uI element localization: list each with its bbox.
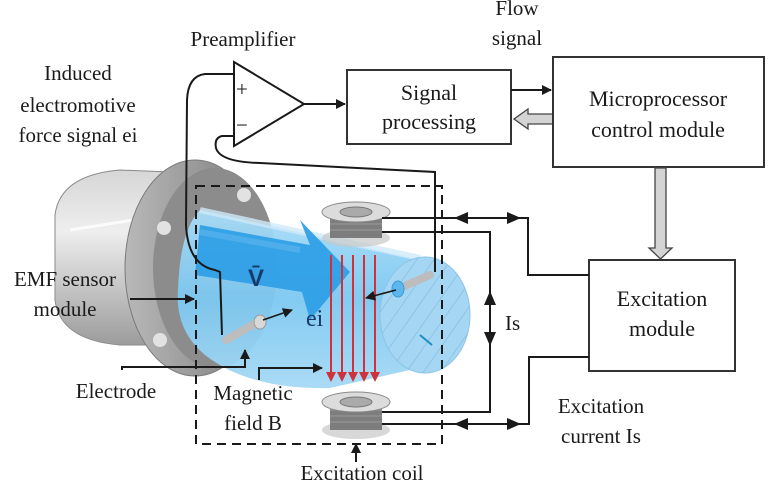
- microprocessor-label-2: control module: [591, 117, 725, 142]
- magnetic-field-label-1: Magnetic: [213, 381, 292, 405]
- magnetic-field-label-2: field B: [224, 411, 282, 435]
- wire-minus-input: [214, 135, 436, 272]
- control-to-excitation-arrow: [647, 167, 674, 260]
- induced-emf-label-3: force signal ei: [19, 123, 138, 147]
- signal-processing-label-2: processing: [382, 109, 476, 134]
- control-feedback-arrow: [512, 107, 554, 131]
- bolt-hole: [237, 188, 251, 202]
- excitation-current-label-2: current Is: [561, 424, 641, 448]
- excitation-module-label-2: module: [629, 316, 695, 341]
- induced-emf-label-1: Induced: [44, 61, 112, 85]
- wire-plus-input: [184, 73, 234, 336]
- emf-sensor-label-2: module: [34, 297, 97, 321]
- emf-sensor-boundary: [195, 185, 443, 445]
- bolt-hole: [153, 333, 167, 347]
- emf-sensor-label-1: EMF sensor: [14, 267, 116, 291]
- microprocessor-label-1: Microprocessor: [589, 86, 728, 111]
- electrode-pointer: [121, 349, 250, 370]
- is-label: Is: [505, 311, 520, 335]
- flow-velocity-arrow: [195, 220, 350, 320]
- signal-processing-box[interactable]: Signal processing: [346, 69, 512, 145]
- excitation-current-label-1: Excitation: [558, 394, 645, 418]
- ei-right-pointer: [365, 289, 397, 301]
- magnetic-field-pointer: [258, 363, 323, 380]
- bolt-hole: [157, 221, 171, 235]
- excitation-module-box[interactable]: Excitation module: [588, 259, 736, 372]
- electrode-right: [391, 271, 434, 298]
- preamplifier-label: Preamplifier: [191, 27, 296, 51]
- magnetic-field-lines: [326, 255, 380, 382]
- excitation-coil-bottom: [321, 391, 391, 439]
- electrode-left: [222, 314, 267, 344]
- op-amp-plus: +: [236, 77, 248, 101]
- velocity-label: V̄: [248, 265, 264, 292]
- flow-signal-label-1: Flow: [495, 0, 539, 20]
- electrode-label: Electrode: [76, 379, 156, 403]
- signal-processing-label-1: Signal: [401, 80, 457, 105]
- preamplifier: + −: [233, 60, 306, 148]
- excitation-module-label-1: Excitation: [617, 286, 707, 311]
- excitation-coil-top: [321, 201, 391, 247]
- flow-signal-label-2: signal: [492, 26, 542, 50]
- microprocessor-control-box[interactable]: Microprocessor control module: [552, 56, 765, 168]
- op-amp-minus: −: [236, 113, 248, 137]
- excitation-coil-label: Excitation coil: [300, 461, 423, 485]
- ei-label: ei: [306, 306, 324, 332]
- ei-electrode-pointer: [262, 308, 293, 321]
- induced-emf-label-2: electromotive: [20, 93, 135, 117]
